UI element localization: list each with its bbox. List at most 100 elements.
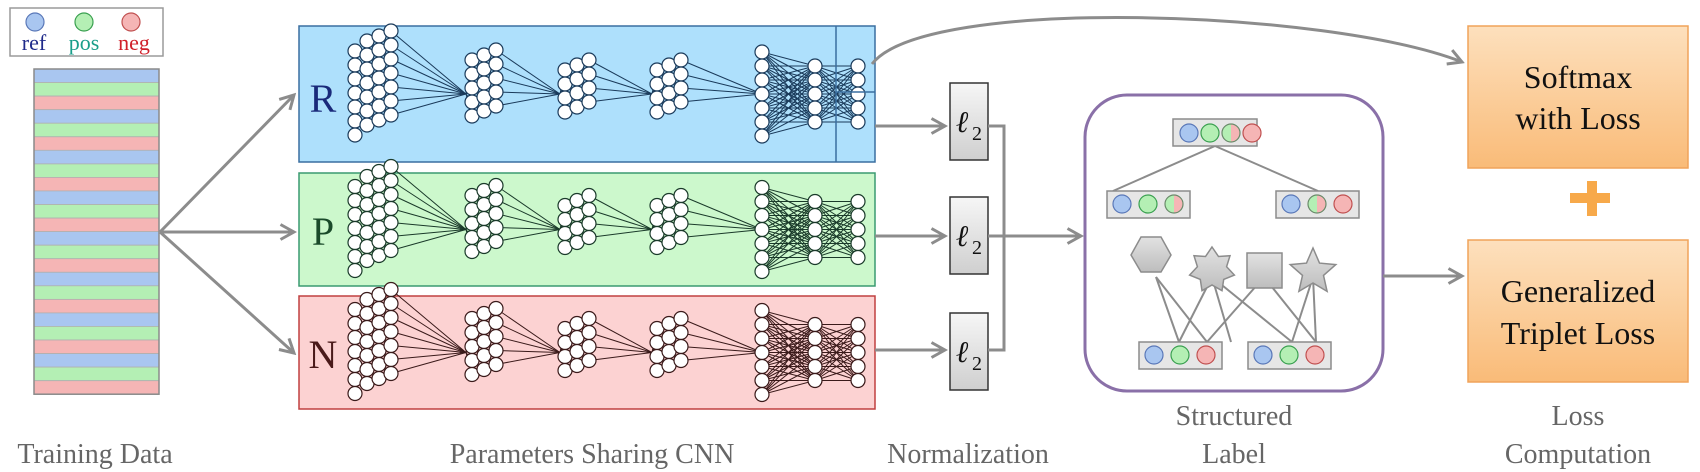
neuron (673, 229, 689, 246)
connection (495, 63, 561, 95)
neuron (850, 100, 866, 116)
neuron (673, 187, 689, 204)
neuron (488, 342, 504, 359)
connection (680, 352, 763, 361)
connection (390, 352, 467, 374)
caption-structured: Structured (1176, 401, 1293, 432)
connection (761, 324, 816, 367)
hexagon-icon (1130, 236, 1172, 273)
neuron (383, 281, 399, 298)
neg-dot (1242, 123, 1262, 143)
connection (814, 201, 859, 244)
neuron (581, 94, 597, 110)
connection (761, 201, 816, 230)
connection (495, 199, 561, 230)
triplet-line1: Generalized (1501, 273, 1656, 309)
connection (390, 303, 467, 353)
connection (495, 336, 561, 353)
neuron (850, 86, 866, 102)
connection (761, 366, 816, 395)
legend-ref-dot (25, 12, 45, 32)
training-sample (33, 82, 160, 97)
branch-r: R (298, 23, 876, 163)
l2-box-r: ℓ 2 (949, 82, 989, 161)
five-point-star-icon (1288, 246, 1338, 293)
connection (761, 257, 816, 272)
neuron (581, 352, 597, 369)
training-data-stack (33, 68, 160, 395)
connection (814, 324, 859, 367)
connection (814, 338, 859, 381)
neuron (754, 44, 770, 60)
connection (761, 338, 816, 395)
neuron (383, 295, 399, 312)
neuron (383, 351, 399, 368)
neuron (673, 201, 689, 218)
neuron (807, 344, 823, 361)
connection (390, 86, 467, 95)
neuron (488, 191, 504, 208)
neuron (807, 316, 823, 333)
connection (680, 195, 763, 230)
l2-symbol: ℓ (956, 106, 969, 139)
l2-box-n: ℓ 2 (949, 312, 989, 391)
connection (761, 201, 816, 216)
neuron (347, 385, 363, 402)
branch-n-label: N (309, 332, 338, 377)
seven-point-star-icon (1188, 245, 1236, 292)
legend-neg-dot (121, 12, 141, 32)
neuron (488, 98, 504, 114)
neuron (383, 79, 399, 95)
ref-dot (1179, 123, 1199, 143)
neuron (581, 80, 597, 96)
neuron (581, 52, 597, 68)
neuron (754, 128, 770, 144)
neuron (383, 214, 399, 231)
connection (814, 201, 859, 230)
neuron (673, 215, 689, 232)
neuron (754, 193, 770, 210)
neuron (754, 249, 770, 266)
training-sample (33, 136, 160, 151)
connection (588, 352, 653, 361)
connection (761, 324, 816, 353)
neuron (673, 324, 689, 341)
connection (390, 352, 467, 360)
neuron (850, 372, 866, 389)
caption-label: Label (1202, 439, 1266, 470)
connection (814, 201, 859, 258)
softmax-loss-box: Softmax with Loss (1467, 25, 1689, 169)
training-sample (33, 231, 160, 246)
ref-dot (1112, 194, 1132, 214)
connection (390, 30, 467, 95)
neuron (581, 187, 597, 204)
pos-neg-dot (1307, 194, 1327, 214)
connection (761, 79, 816, 137)
connection (761, 65, 816, 95)
neuron (754, 100, 770, 116)
neuron (488, 42, 504, 58)
legend-ref-label: ref (22, 30, 47, 55)
neuron (850, 235, 866, 252)
connection (814, 324, 859, 381)
neuron (488, 233, 504, 250)
training-sample (33, 325, 160, 341)
connection (761, 324, 816, 381)
training-sample (33, 68, 160, 83)
branch-n: N (298, 281, 876, 410)
l2-subscript: 2 (972, 123, 982, 145)
connection (495, 213, 561, 230)
connection (761, 65, 816, 123)
pos-dot (1170, 345, 1190, 365)
neuron (383, 200, 399, 217)
training-sample (33, 149, 160, 165)
connection (588, 346, 653, 353)
neuron (581, 310, 597, 327)
connection (680, 209, 763, 230)
training-sample (33, 95, 160, 111)
neuron (383, 242, 399, 259)
connection (761, 93, 816, 137)
connection (761, 121, 816, 137)
neuron (807, 358, 823, 375)
neuron (754, 58, 770, 74)
